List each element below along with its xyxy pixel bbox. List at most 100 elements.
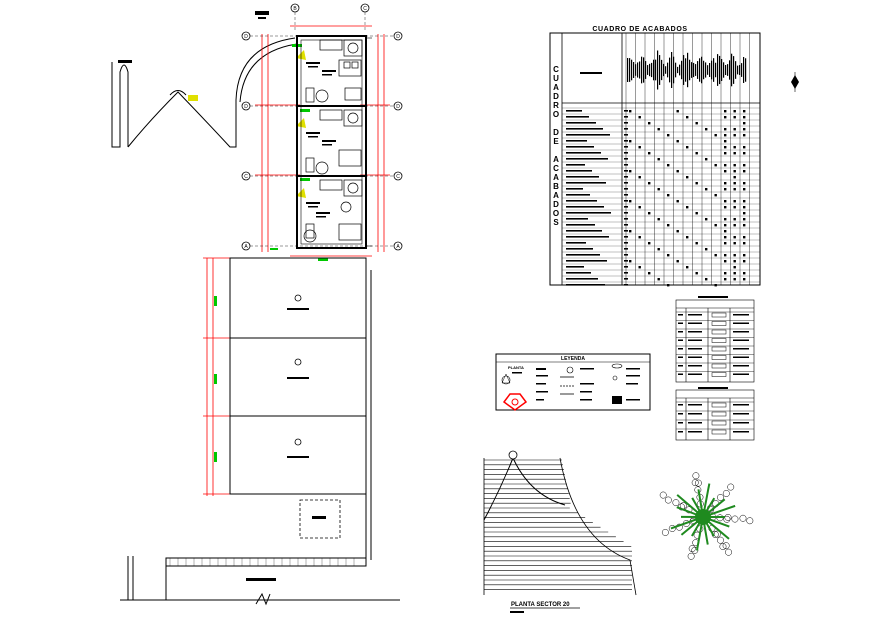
tree-leaf-cluster bbox=[694, 479, 702, 487]
finish-mark bbox=[705, 248, 708, 251]
finishes-table-side-letter: E bbox=[553, 137, 559, 146]
schedule-symbol bbox=[711, 338, 727, 343]
finish-mark bbox=[724, 128, 727, 131]
grid-lines bbox=[250, 12, 394, 247]
row-label-text bbox=[566, 128, 603, 130]
column-heading-text bbox=[627, 58, 629, 82]
finish-mark bbox=[743, 224, 746, 227]
column-heading-text bbox=[665, 66, 667, 74]
finish-mark bbox=[733, 110, 736, 113]
schedule-symbol bbox=[711, 312, 727, 318]
row-label-text bbox=[566, 122, 596, 124]
column-heading-text bbox=[713, 58, 715, 82]
schedule-cell-text bbox=[733, 339, 749, 341]
finish-mark bbox=[724, 278, 727, 281]
column-heading-text bbox=[739, 65, 741, 75]
row-code-text bbox=[624, 248, 628, 250]
finish-mark bbox=[743, 188, 746, 191]
finish-mark bbox=[733, 188, 736, 191]
grid-bubble-label: D bbox=[396, 34, 400, 40]
finish-mark bbox=[638, 236, 641, 239]
grid-bubble-label: C bbox=[363, 6, 367, 12]
finishes-table-side-letter: A bbox=[553, 83, 559, 92]
tree-icon bbox=[659, 472, 754, 560]
legend-box: LEYENDA PLANTA bbox=[495, 353, 651, 411]
finishes-table-side-letter: D bbox=[553, 92, 559, 101]
column-heading-text bbox=[657, 50, 659, 90]
schedule-symbol bbox=[711, 355, 727, 360]
finish-mark bbox=[667, 284, 670, 287]
finish-mark bbox=[705, 188, 708, 191]
finish-mark bbox=[743, 164, 746, 167]
finish-mark bbox=[686, 266, 689, 269]
tree-leaf-cluster bbox=[716, 536, 724, 544]
finish-mark bbox=[724, 116, 727, 119]
schedule-cell-text bbox=[678, 422, 683, 424]
column-heading-text bbox=[733, 56, 735, 84]
row-code-text bbox=[624, 272, 628, 274]
finish-mark bbox=[648, 182, 651, 185]
finish-mark bbox=[629, 170, 632, 173]
finish-mark bbox=[695, 212, 698, 215]
column-heading-text bbox=[737, 65, 739, 75]
row-label-text bbox=[566, 278, 598, 280]
row-code-text bbox=[624, 122, 628, 124]
finish-mark bbox=[724, 146, 727, 149]
schedule-symbol bbox=[711, 329, 727, 335]
finish-mark bbox=[724, 170, 727, 173]
finish-mark bbox=[714, 224, 717, 227]
finish-mark bbox=[667, 164, 670, 167]
column-heading-text bbox=[639, 61, 641, 79]
column-heading-text bbox=[679, 64, 681, 76]
row-code-text bbox=[624, 116, 628, 118]
column-heading-text bbox=[715, 62, 717, 78]
row-code-text bbox=[624, 146, 628, 148]
curved-roof-plan: PLANTA SECTOR 20 bbox=[483, 450, 637, 613]
schedule-cell-text bbox=[733, 422, 749, 424]
row-code-text bbox=[624, 194, 628, 196]
finish-mark bbox=[638, 116, 641, 119]
row-code-text bbox=[624, 242, 628, 244]
column-heading-text bbox=[699, 58, 701, 82]
row-label-text bbox=[566, 260, 607, 262]
finish-mark bbox=[743, 128, 746, 131]
schedule-cell-text bbox=[688, 373, 702, 375]
finish-mark bbox=[695, 182, 698, 185]
tree-trunk bbox=[695, 509, 711, 525]
schedule-cell-text bbox=[678, 404, 683, 406]
row-code-text bbox=[624, 230, 628, 232]
grid-bubble-label: D bbox=[244, 104, 248, 110]
row-code-text bbox=[624, 266, 628, 268]
tree-leaf-cluster bbox=[727, 483, 735, 491]
finish-mark bbox=[676, 260, 679, 263]
finish-mark bbox=[733, 254, 736, 257]
schedule-cell-text bbox=[688, 331, 702, 333]
schedule-cell-text bbox=[688, 322, 702, 324]
column-heading-text bbox=[707, 65, 709, 75]
legend-title: LEYENDA bbox=[561, 356, 585, 362]
finishes-table-side-letter: O bbox=[553, 110, 559, 119]
finish-mark bbox=[648, 272, 651, 275]
finish-mark bbox=[743, 200, 746, 203]
schedule-cell-text bbox=[688, 422, 702, 424]
row-code-text bbox=[624, 218, 628, 220]
finish-mark bbox=[733, 278, 736, 281]
row-code-text bbox=[624, 278, 628, 280]
column-heading-text bbox=[649, 63, 651, 77]
column-heading-text bbox=[745, 58, 747, 82]
finish-mark bbox=[743, 182, 746, 185]
schedule-cell-text bbox=[688, 339, 702, 341]
finish-mark bbox=[733, 152, 736, 155]
column-heading-text bbox=[691, 62, 693, 78]
row-code-text bbox=[624, 134, 628, 136]
finish-mark bbox=[743, 122, 746, 125]
column-heading-text bbox=[743, 57, 745, 83]
column-heading-text bbox=[741, 63, 743, 77]
finish-mark bbox=[724, 242, 727, 245]
row-label-text bbox=[566, 230, 602, 232]
schedule-cell-text bbox=[733, 404, 749, 406]
tree-leaf-cluster bbox=[723, 515, 731, 523]
finish-mark bbox=[686, 176, 689, 179]
column-heading-text bbox=[703, 60, 705, 80]
finish-mark bbox=[733, 206, 736, 209]
